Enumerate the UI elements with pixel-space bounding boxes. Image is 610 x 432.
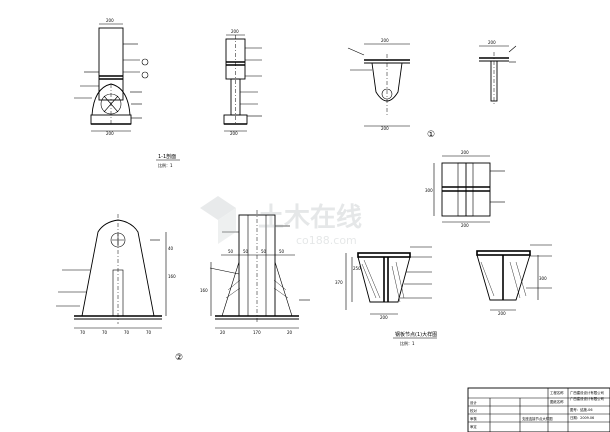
dim-d5-top: 200	[461, 150, 469, 155]
dim-d9-a: 50	[228, 249, 234, 254]
detail-node-right: 300 200	[476, 244, 552, 316]
tb-company2: 广西建设设计有限公司	[570, 396, 604, 401]
dim-d8-b2: 70	[102, 330, 108, 335]
detail-pipe-support-elevation: 200 200	[74, 18, 149, 136]
circle-label-1: ①	[427, 130, 435, 140]
dim-d2-bottom: 200	[230, 131, 238, 136]
dim-d3-top: 200	[381, 38, 389, 43]
section-title: 1-1剖面	[158, 153, 176, 160]
watermark-url: co188.com	[296, 234, 357, 247]
dim-d2-top: 200	[231, 29, 239, 34]
dim-d9-c: 50	[261, 249, 267, 254]
tb-drawing-name: 支座连接节点大样图	[522, 416, 553, 421]
tb-label2: 图纸名称	[550, 399, 564, 404]
dim-d7-h: 300	[425, 188, 433, 193]
tb-date: 日期：2009.06	[570, 415, 594, 420]
detail-base-plate-plan: 200 300 200	[425, 150, 505, 228]
bottom-title: 钢板节点(1)大样图	[395, 331, 437, 338]
dim-d4-top: 200	[488, 40, 496, 45]
dim-d5-bottom: 200	[461, 223, 469, 228]
bottom-scale: 比例：1	[400, 340, 415, 346]
dim-d8-side1: 160	[168, 274, 176, 279]
tb-label3: 设计	[470, 400, 477, 405]
tb-label5: 审核	[470, 416, 477, 421]
tb-label1: 工程名称	[550, 390, 564, 395]
tb-drawing-no: 图号：结施-06	[570, 407, 593, 412]
tb-label4: 校对	[470, 408, 477, 413]
tb-company1: 广西建设设计有限公司	[570, 390, 604, 395]
detail-gusset-elevation: 160 40 70 70 70 70	[56, 214, 176, 335]
circle-label-2: ②	[175, 353, 183, 363]
detail-t-hanger: 200	[479, 40, 517, 106]
dim-d8-side2: 40	[168, 246, 174, 251]
dim-d9-b3: 20	[287, 330, 293, 335]
dim-d3-bottom: 200	[381, 126, 389, 131]
section-scale: 比例：1	[158, 162, 173, 168]
dim-d9-h: 160	[200, 288, 208, 293]
watermark-brand: 土木在线	[258, 203, 362, 233]
dim-d8-b4: 70	[146, 330, 152, 335]
dim-d8-b1: 70	[80, 330, 86, 335]
dim-d11-h: 300	[539, 276, 547, 281]
dim-d10-b: 200	[380, 315, 388, 320]
detail-plate-hanger: 200 200	[347, 38, 410, 131]
tb-label6: 审定	[470, 424, 477, 429]
detail-pipe-support-side: 200 200	[223, 29, 262, 136]
dim-d11-w: 200	[498, 311, 506, 316]
dim-d9-b1: 20	[220, 330, 226, 335]
dim-d1-bottom: 200	[106, 131, 114, 136]
detail-node-left: 370 250 200	[335, 246, 432, 320]
dim-d10-a: 250	[353, 266, 361, 271]
title-block: 广西建设设计有限公司 广西建设设计有限公司 工程名称 图纸名称 设计 校对 审核…	[467, 387, 610, 432]
dim-d9-d: 50	[279, 249, 285, 254]
detail-stiffener-side: 50 50 50 50 160 20 170 20	[200, 210, 310, 335]
watermark: 土木在线 co188.com	[200, 196, 362, 247]
dim-d1-top: 200	[106, 18, 114, 23]
dim-d8-b3: 70	[124, 330, 130, 335]
dim-d9-b: 50	[243, 249, 249, 254]
dim-d9-b2: 170	[253, 330, 261, 335]
dim-d10-h: 370	[335, 280, 343, 285]
